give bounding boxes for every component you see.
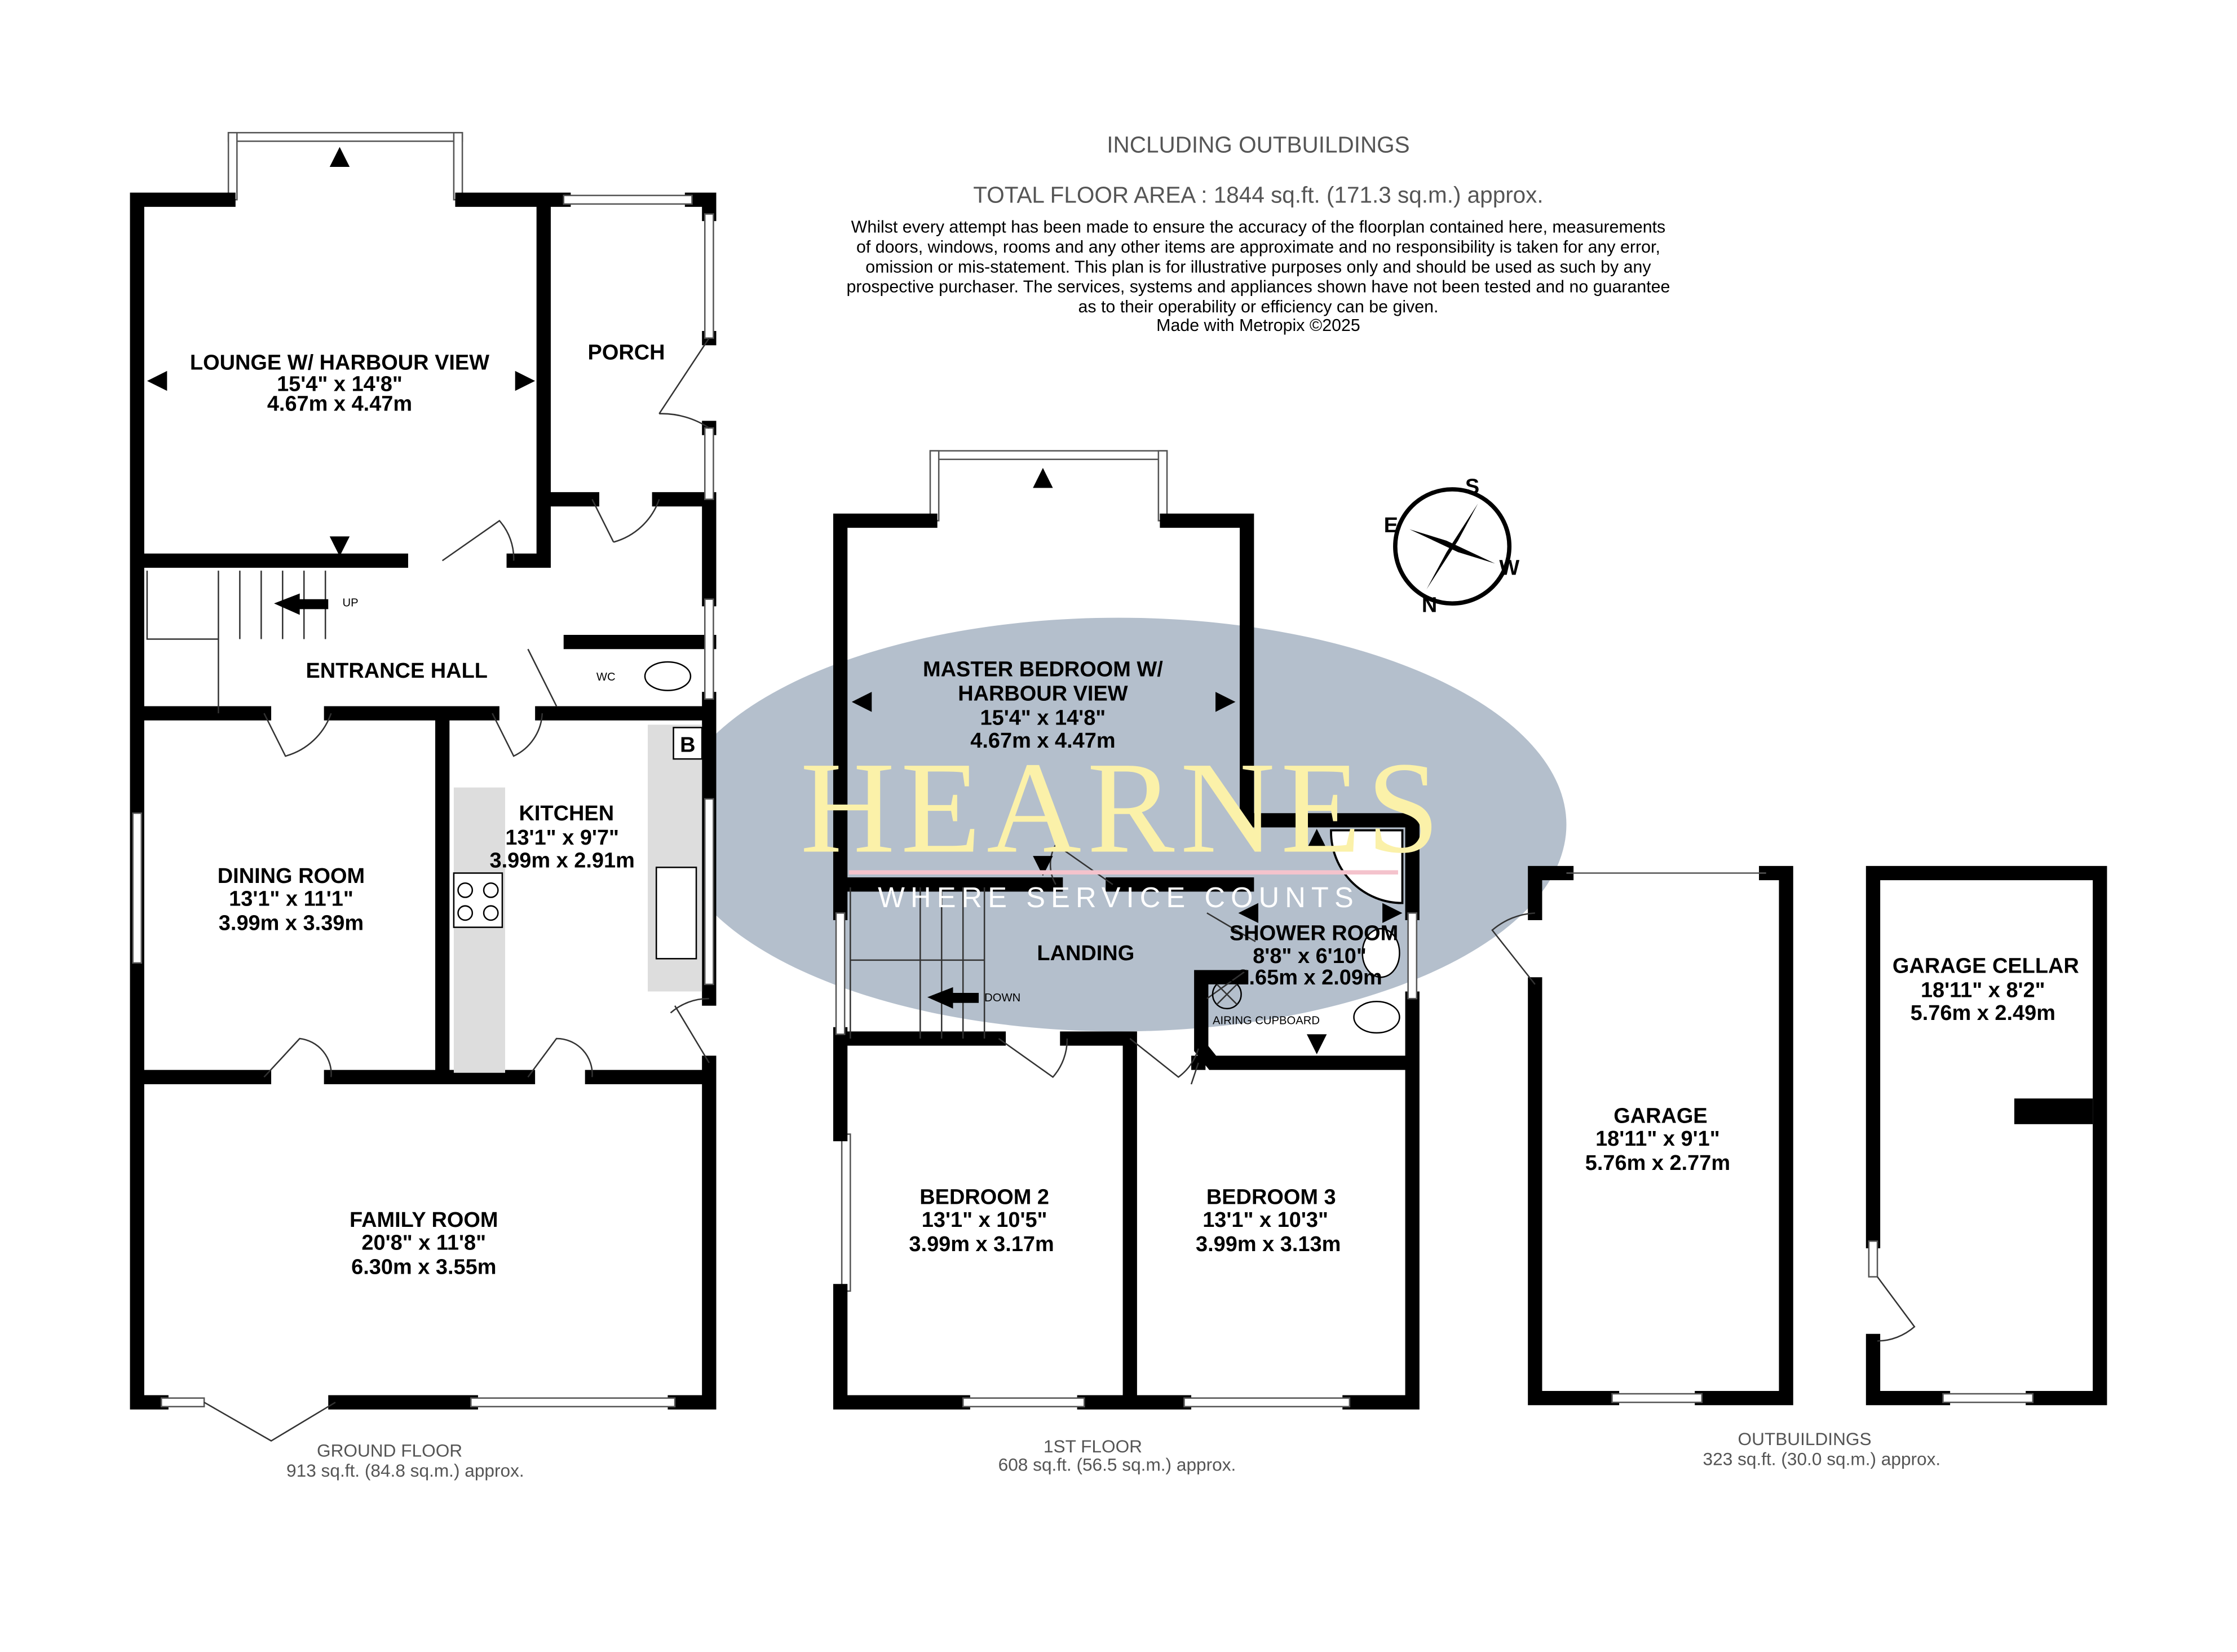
watermark-brand: HEARNES — [800, 736, 1445, 881]
total-floor-area: TOTAL FLOOR AREA : 1844 sq.ft. (171.3 sq… — [973, 182, 1543, 207]
including-outbuildings-label: INCLUDING OUTBUILDINGS — [1107, 132, 1409, 158]
watermark: HEARNES WHERE SERVICE COUNTS — [800, 736, 1445, 914]
disclaimer-line: Whilst every attempt has been made to en… — [851, 218, 1666, 236]
kitchen-name: KITCHEN — [519, 802, 614, 825]
bed3-metric: 3.99m x 3.13m — [1196, 1233, 1341, 1256]
ground-floor-area: 913 sq.ft. (84.8 sq.m.) approx. — [286, 1460, 524, 1481]
compass-icon: S W N E — [1384, 475, 1520, 617]
outbuildings-caption: OUTBUILDINGS — [1738, 1429, 1871, 1449]
outbuildings-area: 323 sq.ft. (30.0 sq.m.) approx. — [1703, 1449, 1941, 1469]
garage-name: GARAGE — [1613, 1104, 1708, 1128]
cellar-metric: 5.76m x 2.49m — [1911, 1001, 2055, 1025]
bed2-imperial: 13'1" x 10'5" — [922, 1208, 1047, 1232]
garage-imperial: 18'11" x 9'1" — [1595, 1127, 1720, 1151]
entrance-hall-name: ENTRANCE HALL — [306, 659, 487, 683]
lounge-metric: 4.67m x 4.47m — [267, 392, 412, 416]
bed2-metric: 3.99m x 3.17m — [909, 1233, 1054, 1256]
master-imperial: 15'4" x 14'8" — [980, 706, 1106, 730]
garage-metric: 5.76m x 2.77m — [1585, 1151, 1730, 1175]
outbuildings: GARAGE 18'11" x 9'1" 5.76m x 2.77m GARAG… — [1491, 865, 2107, 1469]
shower-imperial: 8'8" x 6'10" — [1253, 944, 1367, 968]
master-name-1: MASTER BEDROOM W/ — [923, 657, 1163, 681]
dining-metric: 3.99m x 3.39m — [219, 912, 364, 935]
header: INCLUDING OUTBUILDINGS TOTAL FLOOR AREA … — [846, 132, 1670, 335]
master-name-2: HARBOUR VIEW — [958, 682, 1128, 705]
disclaimer-line: as to their operability or efficiency ca… — [1078, 298, 1438, 316]
family-imperial: 20'8" x 11'8" — [361, 1231, 486, 1255]
family-metric: 6.30m x 3.55m — [351, 1255, 496, 1279]
disclaimer-line: omission or mis-statement. This plan is … — [865, 258, 1651, 276]
compass-s: S — [1465, 475, 1479, 498]
shower-name: SHOWER ROOM — [1230, 921, 1398, 945]
watermark-tagline: WHERE SERVICE COUNTS — [878, 881, 1359, 913]
kitchen-metric: 3.99m x 2.91m — [490, 849, 635, 872]
first-floor-labels: MASTER BEDROOM W/ HARBOUR VIEW 15'4" x 1… — [909, 657, 1398, 1474]
boiler-label: B — [680, 733, 695, 757]
bed2-name: BEDROOM 2 — [919, 1186, 1049, 1209]
airing-cupboard-label: AIRING CUPBOARD — [1213, 1015, 1320, 1027]
wc-label: WC — [596, 671, 616, 683]
lounge-imperial: 15'4" x 14'8" — [277, 372, 403, 396]
first-floor: DOWN AIRING CUPBOARD — [833, 450, 1420, 1410]
ground-floor-caption: GROUND FLOOR — [317, 1440, 462, 1460]
compass-w: W — [1499, 556, 1519, 580]
porch-name: PORCH — [588, 341, 665, 365]
kitchen-imperial: 13'1" x 9'7" — [505, 826, 619, 850]
landing-name: LANDING — [1037, 942, 1134, 965]
watermark-ellipse — [670, 617, 1567, 1032]
dining-name: DINING ROOM — [218, 864, 365, 888]
disclaimer-line: Made with Metropix ©2025 — [1156, 316, 1360, 335]
shower-metric: 2.65m x 2.09m — [1237, 966, 1382, 990]
compass-e: E — [1384, 514, 1398, 537]
cellar-imperial: 18'11" x 8'2" — [1921, 979, 2045, 1002]
disclaimer-line: prospective purchaser. The services, sys… — [846, 278, 1670, 297]
family-name: FAMILY ROOM — [350, 1208, 498, 1232]
dining-imperial: 13'1" x 11'1" — [229, 887, 353, 911]
stairs-down-label: DOWN — [984, 992, 1020, 1004]
bed3-imperial: 13'1" x 10'3" — [1203, 1208, 1328, 1232]
bed3-name: BEDROOM 3 — [1206, 1186, 1336, 1209]
stairs-up-label: UP — [343, 597, 359, 609]
compass-n: N — [1422, 593, 1437, 617]
lounge-name: LOUNGE W/ HARBOUR VIEW — [190, 351, 489, 374]
cellar-name: GARAGE CELLAR — [1893, 955, 2079, 978]
disclaimer-line: of doors, windows, rooms and any other i… — [856, 238, 1660, 257]
first-floor-area: 608 sq.ft. (56.5 sq.m.) approx. — [998, 1455, 1236, 1475]
master-metric: 4.67m x 4.47m — [970, 729, 1115, 753]
ground-floor: UP WC B LOUNGE W/ HARBOUR VIEW 15'4" x 1… — [130, 132, 851, 1481]
first-floor-caption: 1ST FLOOR — [1044, 1436, 1142, 1456]
